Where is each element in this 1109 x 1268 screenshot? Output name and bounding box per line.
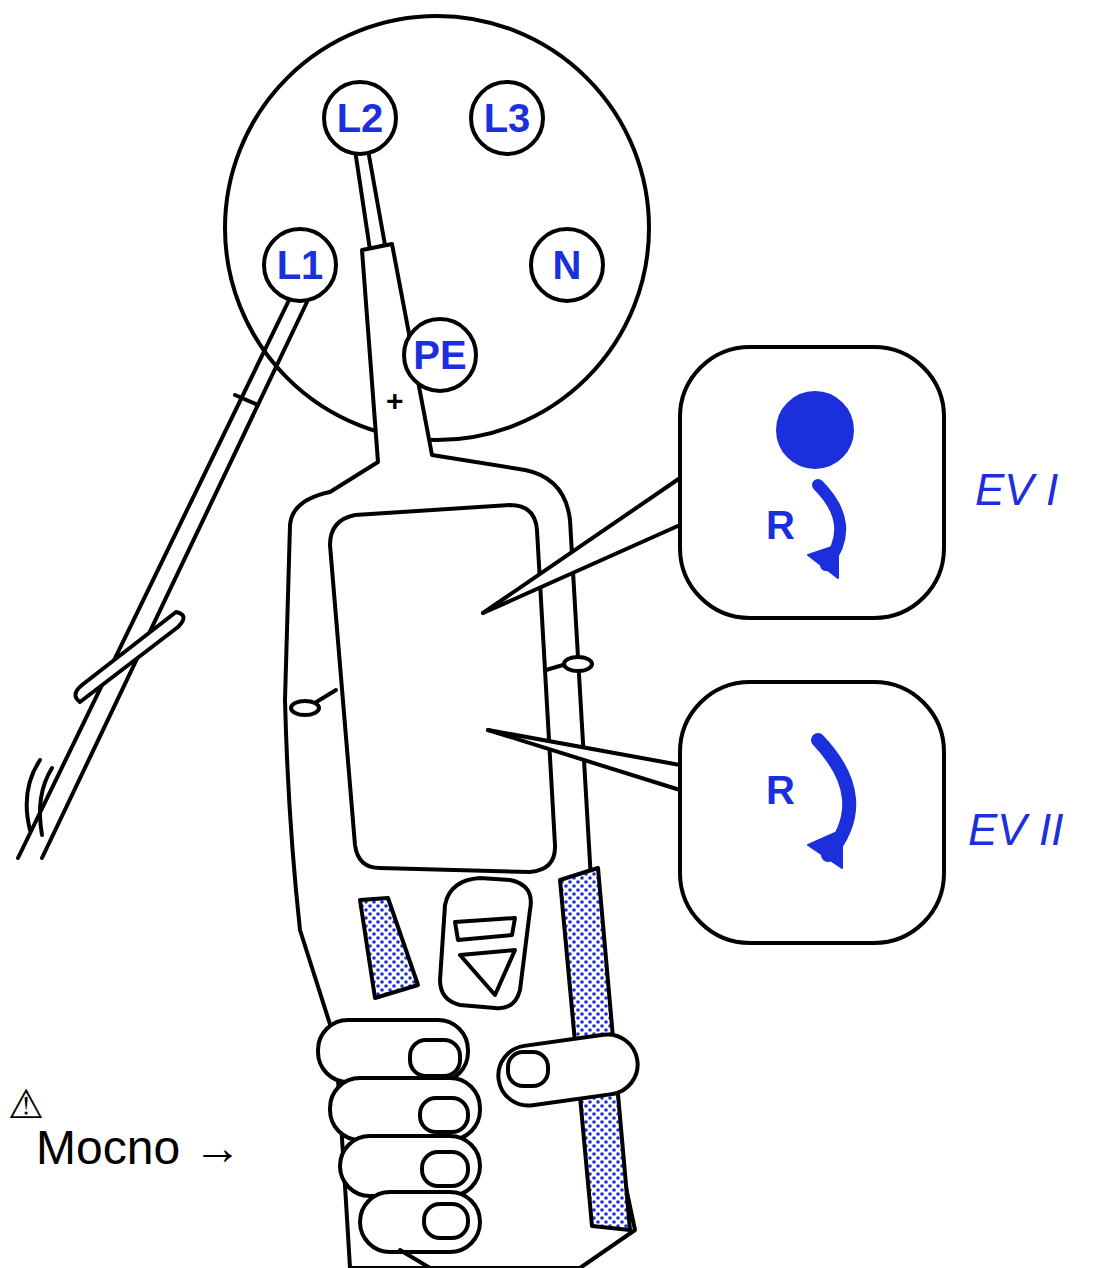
left-probe (18, 296, 307, 858)
terminal-name: N (553, 245, 582, 285)
result-label: EV II (968, 806, 1063, 854)
callout-bubble: R (678, 680, 946, 945)
result-label: EV I (975, 466, 1058, 514)
terminal-circle: L1 (262, 227, 338, 303)
callout-bubble-outline (678, 345, 946, 620)
terminal-circle: L3 (469, 80, 545, 156)
terminal-name: PE (413, 335, 466, 375)
warning-icon: ⚠ (8, 1082, 44, 1126)
rotation-letter: R (766, 770, 795, 810)
terminal-name: L2 (337, 98, 384, 138)
leader-line (483, 478, 682, 790)
hand (318, 1020, 641, 1268)
grip-note: Mocno → (36, 1122, 241, 1175)
socket-outline (225, 16, 649, 440)
voltage-tester (285, 150, 635, 1268)
terminal-name: L3 (484, 98, 531, 138)
grip (360, 898, 418, 998)
terminal-circle: N (529, 227, 605, 303)
callout-bubble-outline (678, 680, 946, 945)
polarity-mark: + (386, 384, 404, 417)
terminal-circle: L2 (322, 80, 398, 156)
rotation-letter: R (766, 505, 795, 545)
callout-bubble: R (678, 345, 946, 620)
terminal-name: L1 (277, 245, 324, 285)
terminal-circle: PE (402, 317, 478, 393)
